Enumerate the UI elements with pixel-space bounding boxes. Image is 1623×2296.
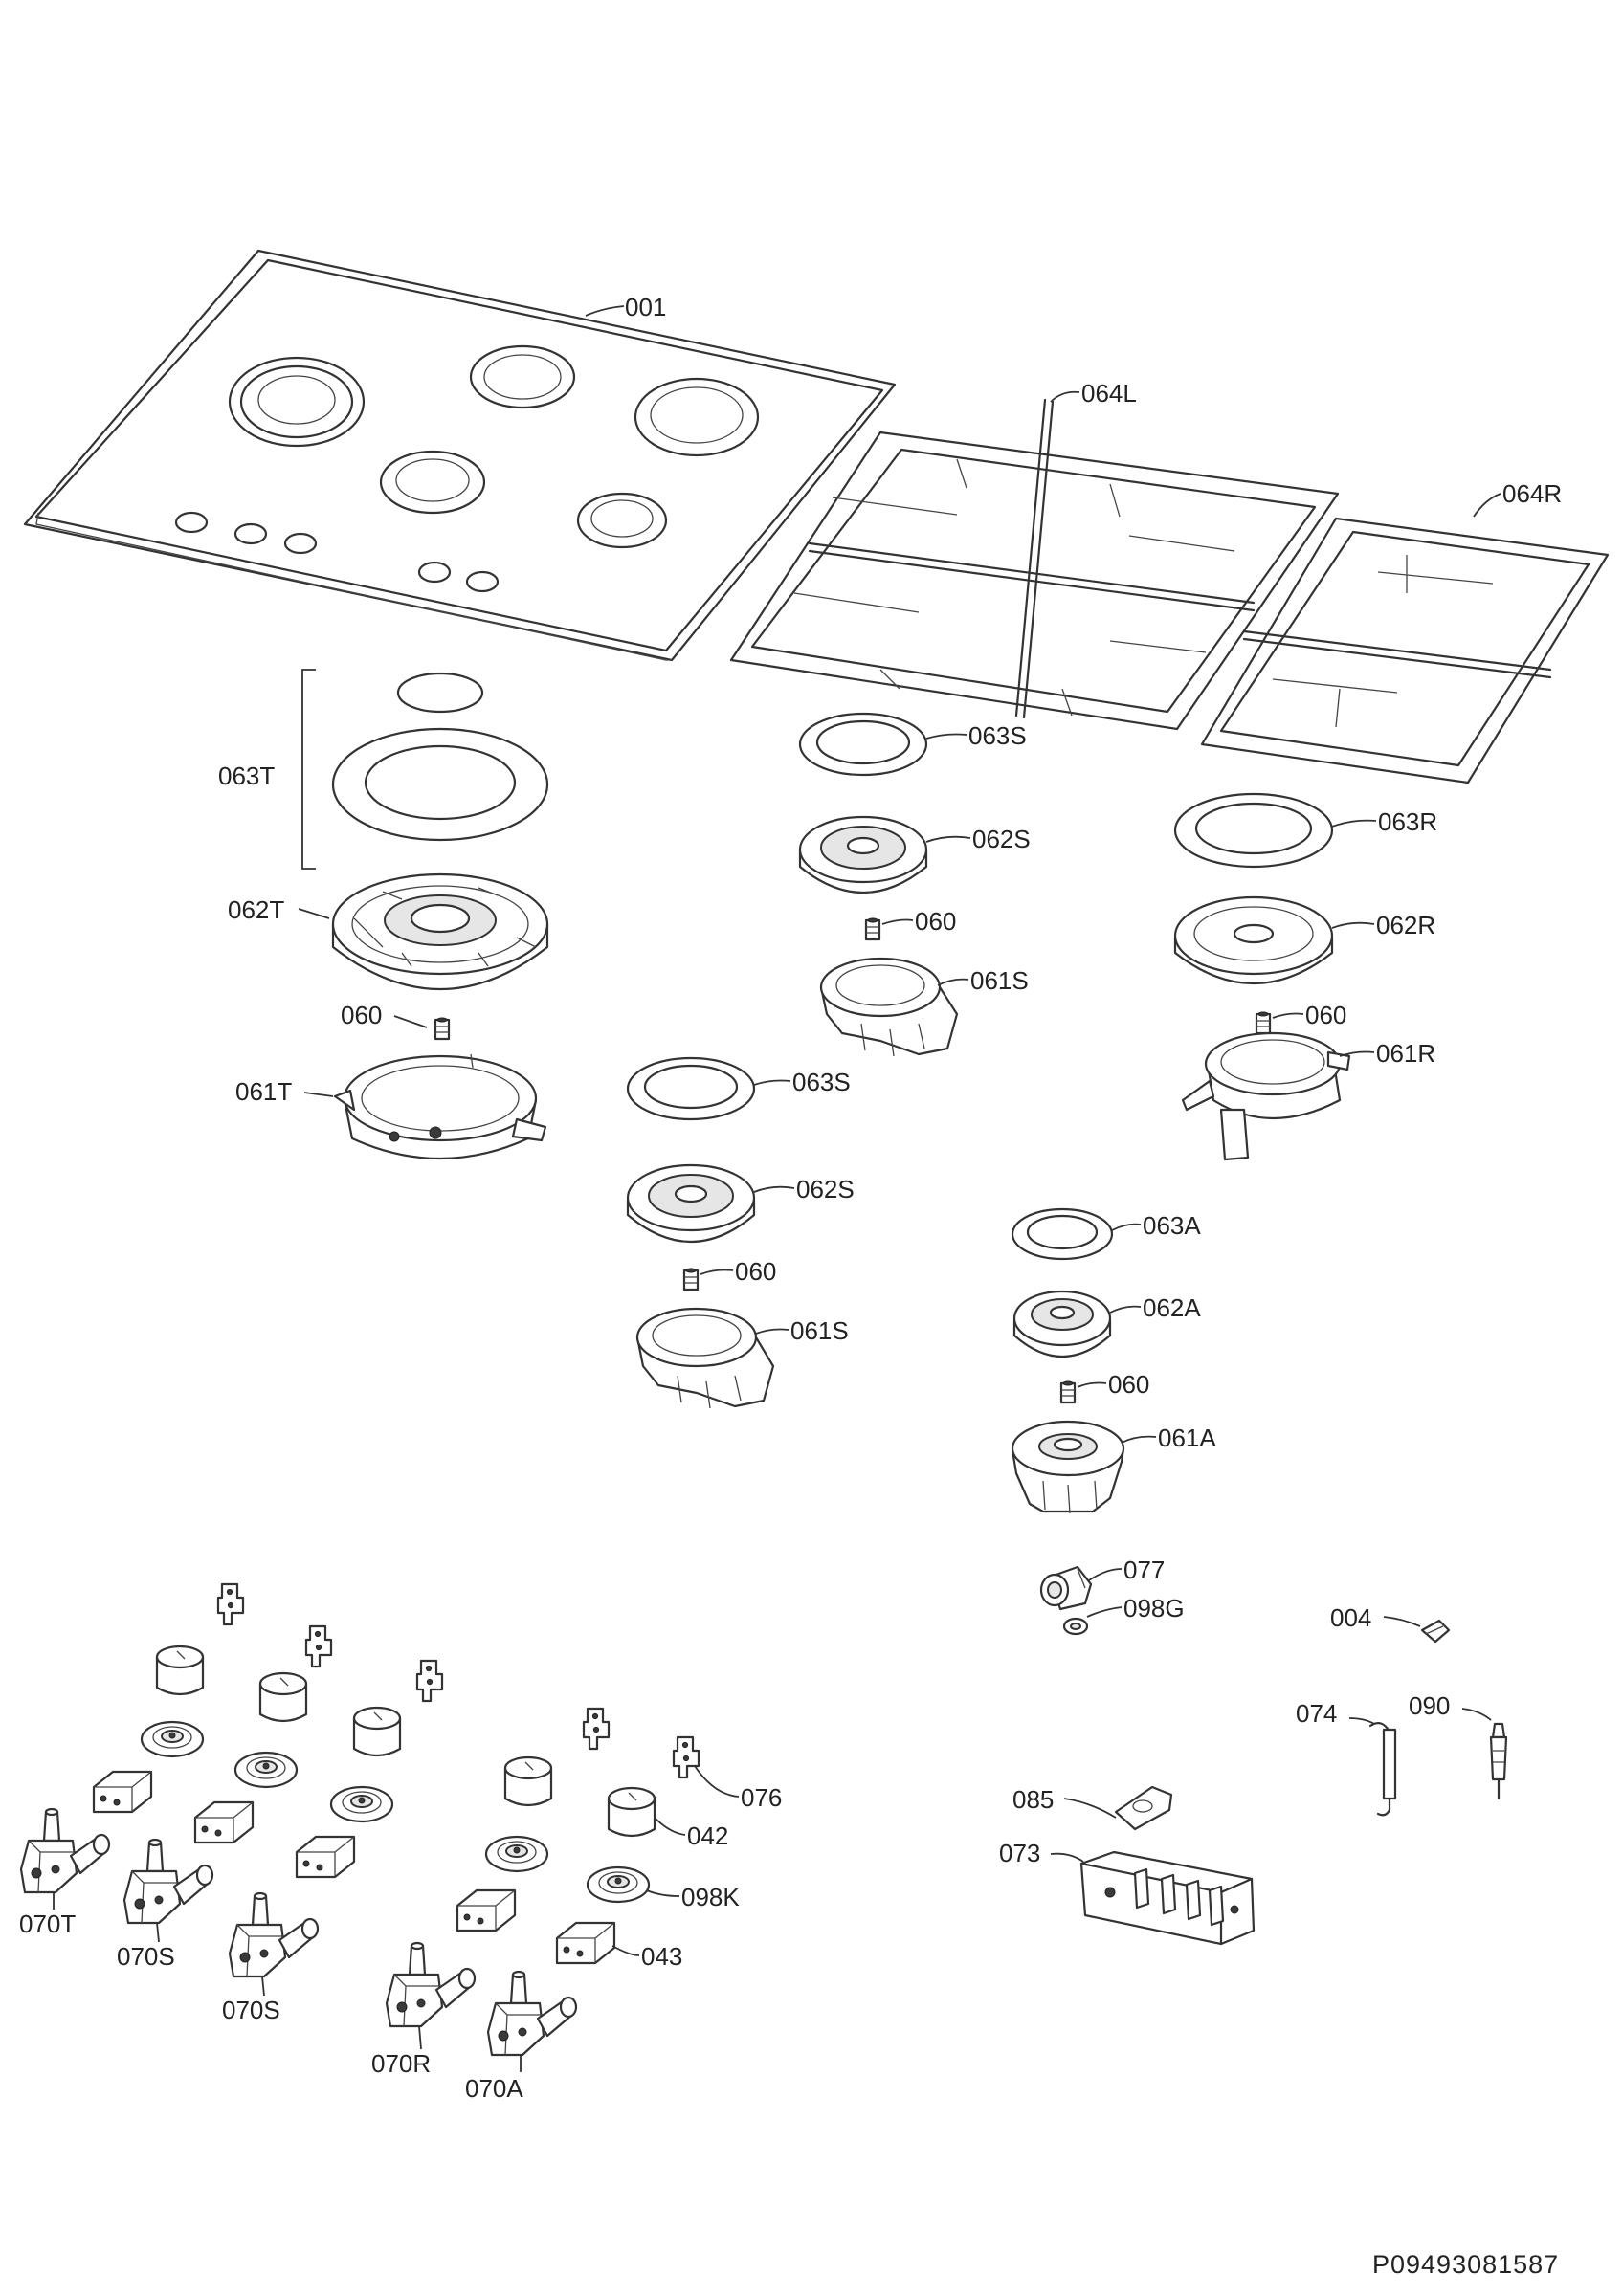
label-042: 042 — [687, 1821, 728, 1850]
label-076: 076 — [741, 1783, 782, 1812]
label-077: 077 — [1123, 1556, 1165, 1584]
knob-assemblies — [19, 1582, 700, 2057]
label-061R: 061R — [1376, 1039, 1435, 1068]
label-060-rapid: 060 — [1305, 1001, 1346, 1029]
pan-support-left — [729, 398, 1340, 731]
gas-inlet-elbow — [1039, 1565, 1093, 1611]
pan-support-right — [1200, 517, 1610, 784]
spark-generator — [1079, 1850, 1256, 1946]
burner-assembly-semi-rapid-b — [626, 1056, 775, 1409]
label-098G: 098G — [1123, 1594, 1185, 1623]
burner-assembly-auxiliary — [1011, 1207, 1125, 1514]
label-063R: 063R — [1378, 807, 1437, 836]
label-060-semi-upper: 060 — [915, 907, 956, 936]
label-063A: 063A — [1143, 1211, 1201, 1240]
label-061A: 061A — [1158, 1424, 1216, 1452]
label-062R: 062R — [1376, 911, 1435, 939]
thermocouple — [1489, 1722, 1508, 1800]
label-070A: 070A — [465, 2074, 523, 2103]
label-070R: 070R — [371, 2049, 431, 2078]
burner-assembly-semi-rapid-a — [798, 712, 959, 1057]
hob-top-panel — [23, 249, 897, 662]
callout-labels: 001 064L 064R 063T 062T 060 061T 063S 06… — [19, 293, 1562, 2279]
label-001: 001 — [625, 293, 666, 321]
cable-clip — [1420, 1619, 1451, 1644]
ignition-electrode — [1368, 1721, 1397, 1817]
label-064R: 064R — [1502, 479, 1562, 508]
label-070T: 070T — [19, 1910, 76, 1938]
label-063S-lower: 063S — [792, 1068, 851, 1096]
inlet-seal — [1062, 1617, 1089, 1636]
label-063S-upper: 063S — [968, 721, 1027, 750]
ignition-button-holder — [1114, 1785, 1173, 1831]
label-062T: 062T — [228, 895, 284, 924]
burner-assembly-triple — [331, 672, 549, 1160]
label-063T: 063T — [218, 762, 275, 790]
label-073: 073 — [999, 1839, 1040, 1867]
label-070S-a: 070S — [117, 1942, 175, 1971]
label-060-aux: 060 — [1108, 1370, 1149, 1399]
label-004: 004 — [1330, 1603, 1371, 1632]
label-090: 090 — [1409, 1691, 1450, 1720]
label-062S-upper: 062S — [972, 825, 1031, 853]
label-061S-upper: 061S — [970, 966, 1029, 995]
document-id: P09493081587 — [1372, 2250, 1559, 2279]
label-043: 043 — [641, 1942, 682, 1971]
label-061T: 061T — [235, 1077, 292, 1106]
label-098K: 098K — [681, 1883, 740, 1911]
label-060-semi-lower: 060 — [735, 1257, 776, 1286]
burner-assembly-rapid — [1173, 792, 1351, 1161]
label-070S-b: 070S — [222, 1996, 280, 2024]
label-061S-lower: 061S — [790, 1316, 849, 1345]
label-074: 074 — [1296, 1699, 1337, 1728]
label-064L: 064L — [1081, 379, 1137, 408]
label-062A: 062A — [1143, 1293, 1201, 1322]
label-060-triple: 060 — [341, 1001, 382, 1029]
label-062S-lower: 062S — [796, 1175, 855, 1203]
label-085: 085 — [1012, 1785, 1054, 1814]
